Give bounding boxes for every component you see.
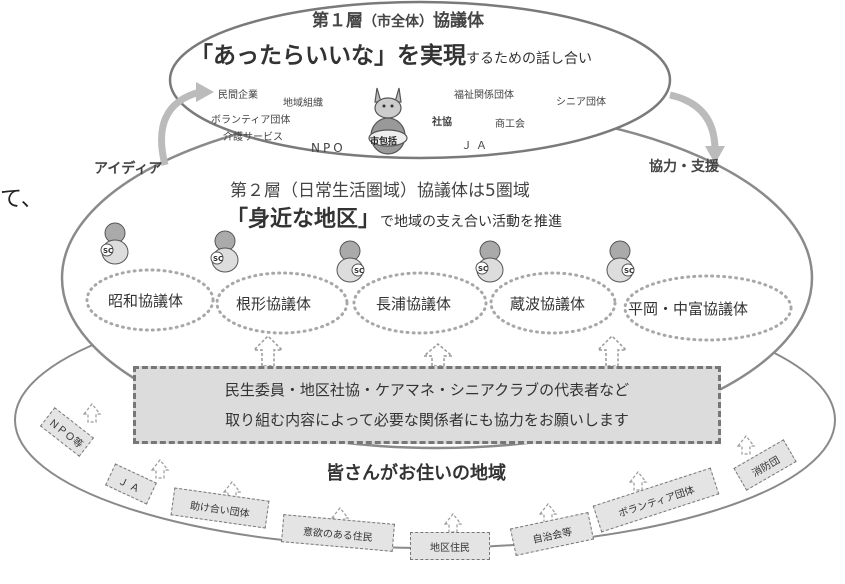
sc-mascot-icon-3: SC <box>336 240 365 283</box>
member-npo: NPO <box>311 141 346 155</box>
council-hiraoka-nakatomi: 平岡・中富協議体 <box>628 300 749 318</box>
council-ellipse-3 <box>352 271 488 335</box>
sc-badge-4: SC <box>478 265 488 273</box>
member-private-company: 民間企業 <box>218 90 258 101</box>
sc-mascot-icon-1: SC <box>100 222 129 265</box>
council-kurami: 蔵波協議体 <box>510 295 586 313</box>
member-care-service: 介護サービス <box>223 132 283 143</box>
left-curved-arrow <box>158 88 201 166</box>
member-senior-group: シニア団体 <box>556 97 606 108</box>
member-ja: ＪＡ <box>461 139 491 152</box>
council-showa: 昭和協議体 <box>108 292 184 310</box>
mascot-badge: 市包括 <box>370 137 398 147</box>
tag-arrow-3 <box>222 481 242 501</box>
layer1-title: 第１層（市全体）協議体 <box>312 11 484 31</box>
member-social-welfare-council: 社協 <box>432 117 452 128</box>
council-ellipse-4 <box>489 271 617 335</box>
layer1-ellipse <box>168 0 672 160</box>
outer-area-title: 皆さんがお住いの地域 <box>326 463 506 484</box>
sc-mascot-icon-2: SC <box>210 230 239 273</box>
up-arrow-2 <box>421 343 455 367</box>
layer1-quote: 「あったらいいな」を実現するための話し合い <box>190 43 592 69</box>
member-chamber-of-commerce: 商工会 <box>495 119 525 130</box>
layer2-title: 第２層（日常生活圏域）協議体は5圏域 <box>230 181 530 201</box>
member-welfare-group: 福祉関係団体 <box>454 90 514 101</box>
council-ellipse-5 <box>623 274 793 342</box>
right-arrow-label: 協力・支援 <box>649 159 719 175</box>
council-negata: 根形協議体 <box>236 295 312 313</box>
sc-badge-2: SC <box>213 255 223 263</box>
tag-arrow-5 <box>443 513 463 533</box>
council-ellipse-2 <box>215 271 349 335</box>
tag-arrow-2 <box>150 459 170 479</box>
tag-arrow-8 <box>736 435 756 455</box>
tag-arrow-7 <box>628 471 648 491</box>
layer2-quote: 「身近な地区」で地域の支え合い活動を推進 <box>226 207 563 232</box>
council-ellipse-1 <box>85 268 215 332</box>
kangaroo-mascot-icon <box>368 87 408 155</box>
tag-district-residents: 地区住民 <box>410 532 490 560</box>
tag-arrow-6 <box>538 503 558 523</box>
sc-badge-1: SC <box>103 247 113 255</box>
up-arrow-1 <box>252 334 284 367</box>
council-nagaura: 長浦協議体 <box>376 295 452 313</box>
box-line-2: 取り組む内容によって必要な関係者にも協力をお願いします <box>225 411 629 429</box>
member-community-org: 地域組織 <box>283 98 323 109</box>
sc-mascot-icon-5: SC <box>606 240 635 283</box>
member-volunteer-group: ボランティア団体 <box>211 115 291 126</box>
sc-badge-5: SC <box>624 267 634 275</box>
box-line-1: 民生委員・地区社協・ケアマネ・シニアクラブの代表者など <box>224 381 630 399</box>
representatives-box: 民生委員・地区社協・ケアマネ・シニアクラブの代表者など 取り組む内容によって必要… <box>133 366 721 444</box>
sc-badge-3: SC <box>354 267 364 275</box>
sc-mascot-icon-4: SC <box>475 240 504 283</box>
tag-arrow-1 <box>82 403 102 423</box>
cut-off-text: て、 <box>0 187 43 212</box>
left-arrow-label: アイディア <box>94 161 163 177</box>
up-arrow-3 <box>596 334 628 367</box>
right-curved-arrow <box>669 91 719 151</box>
